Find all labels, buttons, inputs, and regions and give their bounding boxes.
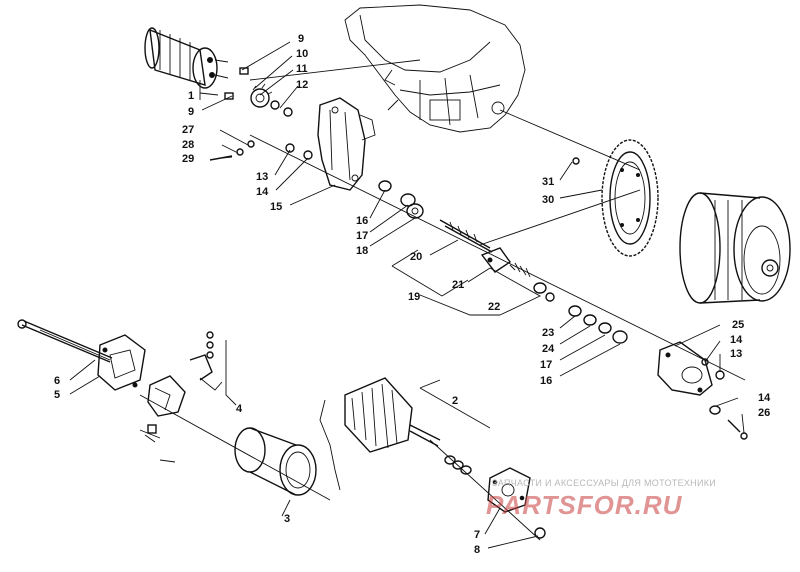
group-brackets (391, 249, 541, 429)
callout-3: 3 (284, 513, 290, 525)
callout-17a: 17 (356, 230, 368, 242)
callout-9a: 9 (298, 33, 304, 45)
watermark-logo: PARTSFOR.RU (486, 490, 683, 520)
callout-16a: 16 (356, 215, 368, 227)
callout-28: 28 (182, 139, 194, 151)
callout-24: 24 (542, 343, 555, 355)
rear-housing-drawing (97, 334, 146, 391)
callout-9b: 9 (188, 106, 194, 118)
callout-7: 7 (474, 529, 480, 541)
leader-lines (69, 41, 745, 549)
callout-13a: 13 (256, 171, 268, 183)
drive-shaft-parts (378, 180, 555, 302)
callout-14b: 14 (730, 334, 743, 346)
callout-14c: 14 (758, 392, 771, 404)
starter-motor-drawing (144, 27, 229, 89)
armature-drawing (319, 377, 441, 491)
callout-18: 18 (356, 245, 368, 257)
through-bolt-drawing (17, 319, 113, 363)
callout-19: 19 (408, 291, 420, 303)
callout-6: 6 (54, 375, 60, 387)
brush-holder-drawing (139, 331, 237, 463)
callout-16b: 16 (540, 375, 552, 387)
fasteners-top-left (209, 67, 313, 161)
mounting-bracket-drawing (317, 97, 376, 191)
callout-20: 20 (410, 251, 422, 263)
flywheel-drawing (679, 192, 791, 304)
callout-21: 21 (452, 279, 464, 291)
callout-27: 27 (182, 124, 194, 136)
callout-30: 30 (542, 194, 554, 206)
callout-17b: 17 (540, 359, 552, 371)
callout-25: 25 (732, 319, 744, 331)
callout-8: 8 (474, 544, 480, 556)
engine-block-drawing (344, 4, 526, 133)
ring-gear-drawing (601, 139, 659, 257)
callout-31: 31 (542, 176, 554, 188)
callout-22: 22 (488, 301, 500, 313)
bolt-31-drawing (572, 157, 580, 165)
washers-right (568, 305, 628, 344)
callout-11: 11 (296, 63, 308, 75)
watermark-caption: ЗАПЧАСТИ И АКСЕССУАРЫ ДЛЯ МОТОТЕХНИКИ (492, 478, 717, 488)
callout-labels: 1 2 3 4 5 6 7 8 9 9 10 11 12 13 13 14 14… (54, 33, 771, 556)
callout-5: 5 (54, 389, 60, 401)
callout-15: 15 (270, 201, 282, 213)
field-frame-drawing (234, 427, 317, 496)
drive-end-plate-drawing (444, 455, 546, 539)
callout-26: 26 (758, 407, 770, 419)
callout-12: 12 (296, 79, 308, 91)
callout-2: 2 (452, 395, 458, 407)
callout-29: 29 (182, 153, 194, 165)
assembly-axis-lines (39, 59, 746, 541)
callout-1: 1 (188, 90, 194, 102)
callout-10: 10 (296, 48, 308, 60)
callout-13b: 13 (730, 348, 742, 360)
callout-4: 4 (236, 403, 243, 415)
callout-14a: 14 (256, 186, 269, 198)
callout-23: 23 (542, 327, 554, 339)
